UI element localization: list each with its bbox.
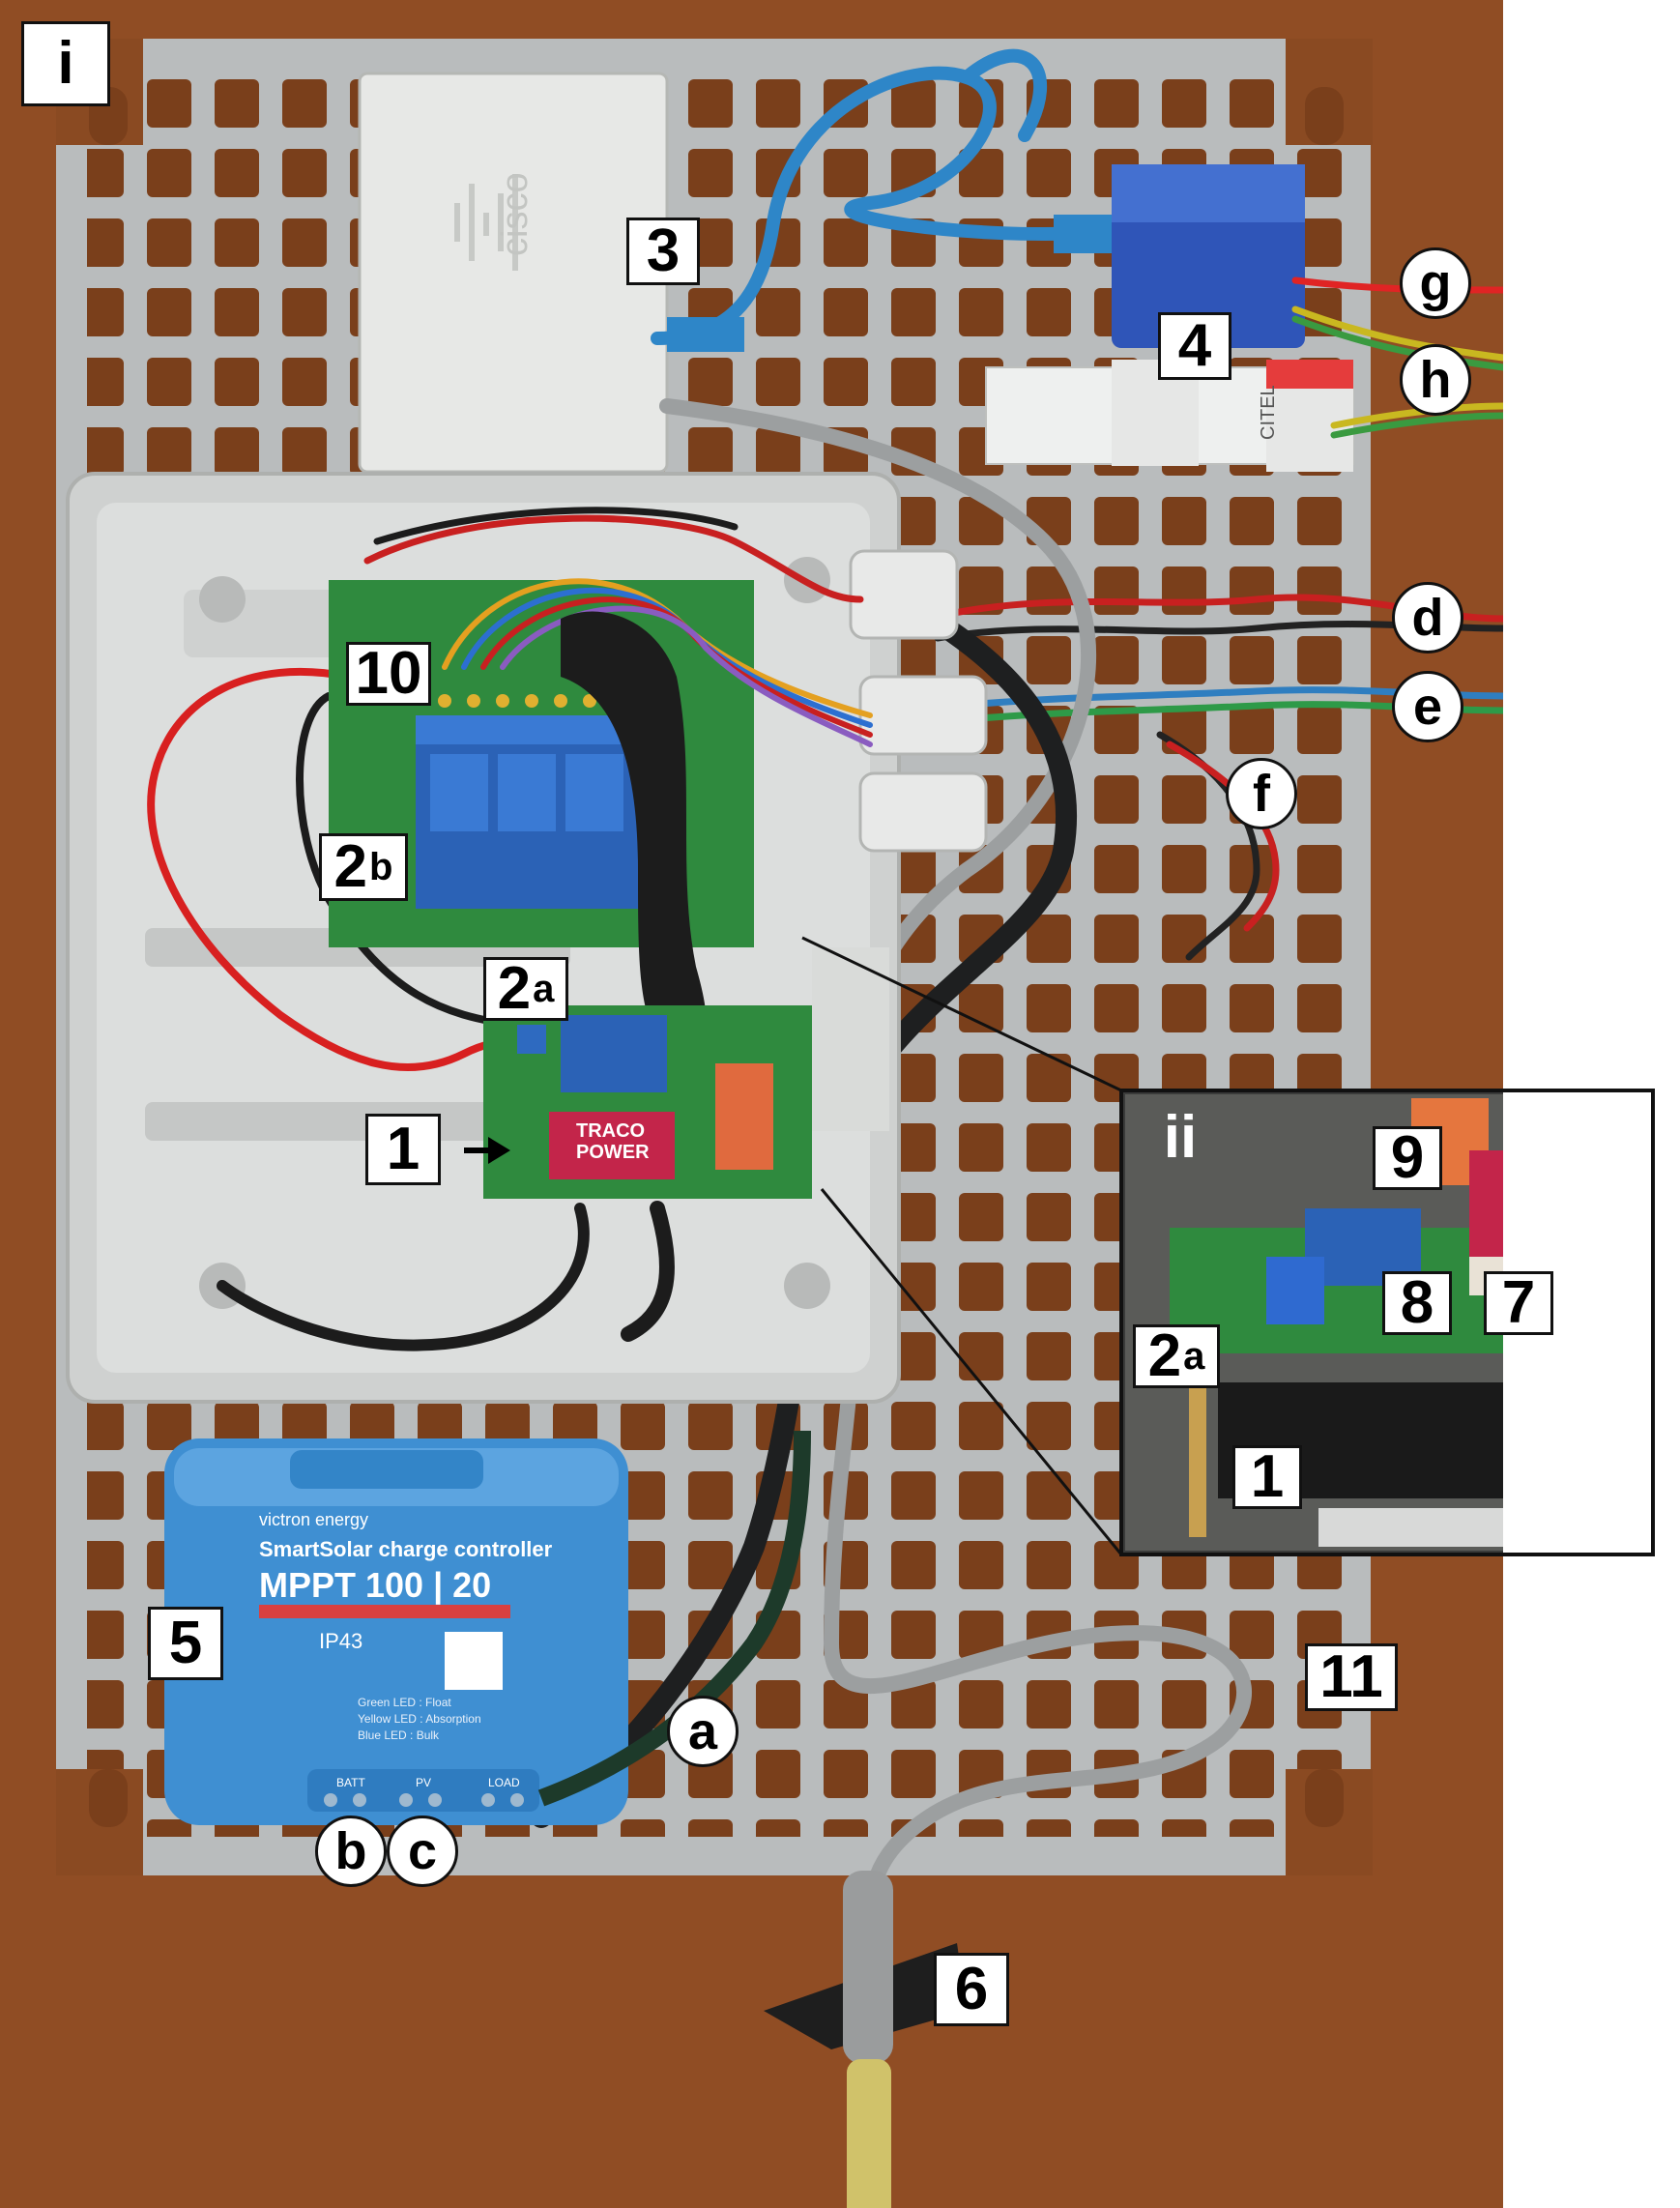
- label-2b-number: 2: [333, 833, 368, 900]
- svg-text:IP43: IP43: [319, 1629, 362, 1653]
- panel-label-i: i: [21, 21, 110, 106]
- svg-text:Blue LED : Bulk: Blue LED : Bulk: [358, 1729, 440, 1742]
- internal-power-leads: [147, 507, 864, 1351]
- inset-label-9: 9: [1373, 1126, 1442, 1190]
- label-3-switch: 3: [626, 218, 700, 285]
- cable-label-e: e: [1392, 671, 1463, 742]
- svg-text:BATT: BATT: [336, 1776, 365, 1789]
- network-switch: cisco: [358, 72, 669, 474]
- svg-text:LOAD: LOAD: [488, 1776, 520, 1789]
- cable-label-a: a: [667, 1696, 739, 1767]
- svg-text:Green LED : Float: Green LED : Float: [358, 1696, 451, 1709]
- label-6-sensor: 6: [934, 1953, 1009, 2026]
- panel-label-ii: ii: [1163, 1104, 1198, 1171]
- cable-label-f: f: [1226, 758, 1297, 829]
- inset-label-8: 8: [1382, 1271, 1452, 1335]
- svg-text:SmartSolar charge controller: SmartSolar charge controller: [259, 1537, 553, 1561]
- inset-label-2a-sub: a: [1183, 1335, 1205, 1378]
- label-2a-sub: a: [533, 968, 555, 1010]
- cable-label-g: g: [1400, 247, 1471, 319]
- label-2a-number: 2: [497, 955, 532, 1022]
- victron-charge-controller: victron energy SmartSolar charge control…: [164, 1438, 628, 1825]
- cable-label-h: h: [1400, 344, 1471, 416]
- svg-text:PV: PV: [416, 1776, 431, 1789]
- label-11-cable: 11: [1305, 1643, 1398, 1711]
- foam-strip: [561, 611, 707, 1044]
- label-5-charge-controller: 5: [148, 1607, 223, 1680]
- inset-label-2a-number: 2: [1147, 1322, 1182, 1389]
- label-10-relay: 10: [346, 642, 431, 706]
- cable-label-b: b: [315, 1816, 387, 1887]
- signal-wires: [442, 578, 873, 747]
- svg-text:POWER: POWER: [576, 1142, 650, 1163]
- cable-glands: [849, 549, 988, 853]
- label-1-controller: 1: [365, 1114, 441, 1185]
- poe-injector: [1112, 164, 1305, 348]
- label-4-poe: 4: [1158, 312, 1231, 380]
- surge-protector: CITEL: [985, 360, 1354, 472]
- temperature-humidity-sensor: [764, 1871, 967, 2208]
- label-2b-sub: b: [369, 846, 393, 888]
- cable-label-d: d: [1392, 582, 1463, 654]
- inset-label-1: 1: [1232, 1445, 1302, 1509]
- svg-text:TRACO: TRACO: [576, 1120, 645, 1142]
- inset-leader-lines: [801, 936, 1123, 1555]
- inset-label-7: 7: [1484, 1271, 1553, 1335]
- svg-text:Yellow LED : Absorption: Yellow LED : Absorption: [358, 1712, 481, 1726]
- controller-hat-board: TRACO POWER: [483, 947, 889, 1199]
- cable-label-c: c: [387, 1816, 458, 1887]
- blue-ethernet-cables: [651, 48, 1109, 345]
- svg-text:victron energy: victron energy: [259, 1510, 368, 1529]
- svg-text:cisco: cisco: [495, 172, 536, 256]
- label-1-arrow: [464, 1137, 510, 1164]
- svg-text:MPPT 100 | 20: MPPT 100 | 20: [259, 1565, 491, 1606]
- svg-text:CITEL: CITEL: [1258, 385, 1279, 440]
